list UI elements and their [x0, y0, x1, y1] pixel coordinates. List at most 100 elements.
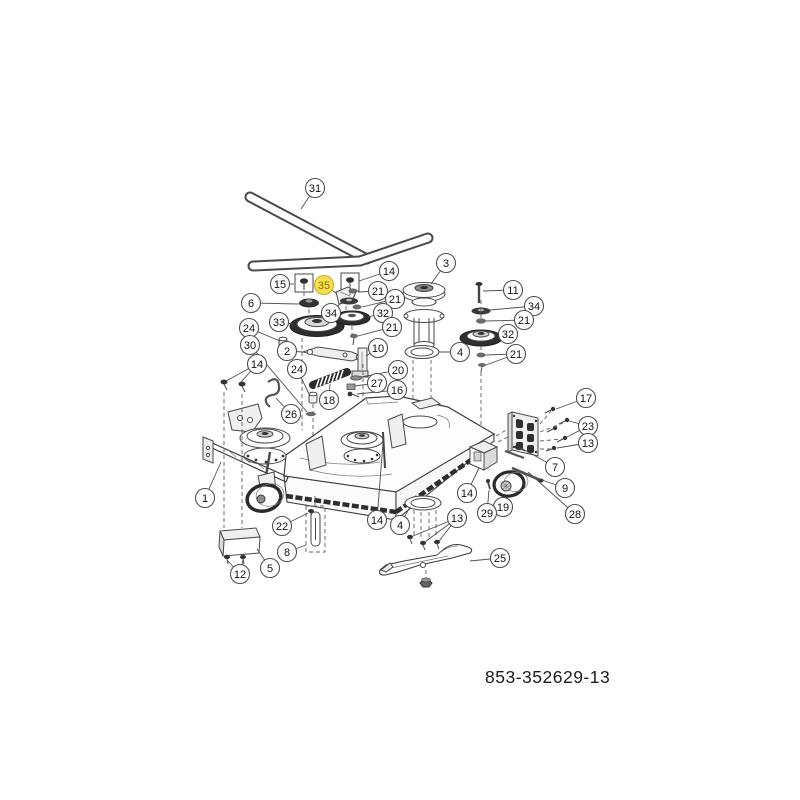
callout-label: 4 — [397, 520, 403, 532]
callout-4 — [449, 341, 471, 363]
bolt-11 — [475, 282, 483, 303]
fastener-box-14 — [340, 272, 360, 292]
bushing-24-b — [308, 391, 318, 404]
nut-27 — [346, 383, 356, 390]
callout-8 — [276, 541, 298, 563]
callout-label: 21 — [510, 349, 522, 361]
callout-25 — [489, 547, 511, 569]
nut-21-e — [476, 352, 486, 358]
callout-label: 16 — [391, 385, 403, 397]
callout-label: 21 — [518, 315, 530, 327]
callout-13 — [446, 507, 468, 529]
callout-1 — [194, 487, 216, 509]
callout-18 — [318, 389, 340, 411]
callout-17 — [575, 387, 597, 409]
deck-spindle-pulley-right — [340, 431, 384, 464]
callout-label: 24 — [243, 323, 255, 335]
wheel-bracket-14-right — [468, 440, 499, 471]
callout-label: 24 — [291, 364, 303, 376]
bracket-plate-7 — [507, 411, 539, 457]
nut-21-f — [478, 363, 486, 373]
washer-30 — [306, 411, 316, 417]
callout-label: 14 — [371, 515, 383, 527]
callout-label: 14 — [251, 359, 263, 371]
callout-20 — [387, 359, 409, 381]
callout-label: 32 — [377, 308, 389, 320]
washer-20 — [350, 375, 362, 381]
fastener-box-15 — [294, 273, 314, 293]
callout-label: 5 — [267, 563, 273, 575]
nut-21-c — [350, 333, 358, 346]
callout-4 — [389, 514, 411, 536]
callout-label: 18 — [323, 395, 335, 407]
hook-bracket-26 — [264, 378, 281, 408]
ring-4-upper — [404, 345, 440, 359]
callout-label: 34 — [325, 308, 337, 320]
bolts-14-left — [220, 379, 246, 393]
callout-14 — [456, 482, 478, 504]
bolts-12 — [224, 554, 246, 565]
bolt-16 — [347, 391, 360, 398]
callout-label: 6 — [248, 298, 254, 310]
deck-oval-ring-4 — [404, 495, 442, 511]
callout-21 — [381, 316, 403, 338]
callout-14 — [246, 353, 268, 375]
callout-32 — [497, 323, 519, 345]
callout-21 — [367, 280, 389, 302]
callout-7 — [544, 456, 566, 478]
front-rail-1 — [202, 436, 289, 483]
callout-label: 34 — [528, 301, 540, 313]
callout-28 — [564, 503, 586, 525]
callout-31 — [304, 177, 326, 199]
caster-wheel-assembly — [245, 451, 285, 514]
diagram-part-number: 853-352629-13 — [485, 667, 610, 687]
callout-label: 25 — [494, 553, 506, 565]
callout-label: 13 — [582, 438, 594, 450]
callout-22 — [271, 515, 293, 537]
leader-line — [527, 471, 576, 515]
callout-14 — [378, 260, 400, 282]
callout-label: 26 — [285, 409, 297, 421]
spindle-assembly-3 — [402, 282, 446, 356]
nut-21-d — [476, 318, 486, 324]
callout-label: 7 — [552, 462, 558, 474]
blade-25 — [379, 543, 473, 576]
callout-27 — [366, 372, 388, 394]
callout-15 — [269, 273, 291, 295]
callout-label: 21 — [386, 322, 398, 334]
callout-label: 11 — [507, 285, 518, 297]
callout-29 — [476, 502, 498, 524]
callout-3 — [435, 252, 457, 274]
nut-21-b — [352, 304, 362, 310]
callout-label: 12 — [234, 569, 246, 581]
callout-label: 20 — [392, 365, 404, 377]
pulley-32-right — [459, 329, 503, 347]
callout-label: 21 — [389, 294, 401, 306]
callout-34 — [523, 295, 545, 317]
blade-nut — [419, 577, 433, 588]
callout-21 — [384, 288, 406, 310]
callout-label: 14 — [461, 488, 473, 500]
drive-belt — [244, 191, 434, 272]
callout-label: 2 — [284, 346, 290, 358]
callout-label: 28 — [569, 509, 581, 521]
callout-label: 10 — [372, 343, 384, 355]
callout-30 — [239, 334, 261, 356]
bellcrank-arm-2 — [301, 346, 365, 362]
pulley-32-left — [333, 310, 371, 326]
gauge-bar-8 — [305, 505, 326, 553]
callout-label: 30 — [244, 340, 256, 352]
callout-label: 14 — [383, 266, 395, 278]
washer-34-left — [340, 297, 358, 305]
callout-24 — [286, 358, 308, 380]
callout-9 — [554, 477, 576, 499]
callout-34 — [320, 302, 342, 324]
callout-33 — [268, 311, 290, 333]
callout-21 — [513, 309, 535, 331]
callout-label: 17 — [580, 393, 592, 405]
callout-label: 23 — [582, 421, 594, 433]
callout-13 — [577, 432, 599, 454]
